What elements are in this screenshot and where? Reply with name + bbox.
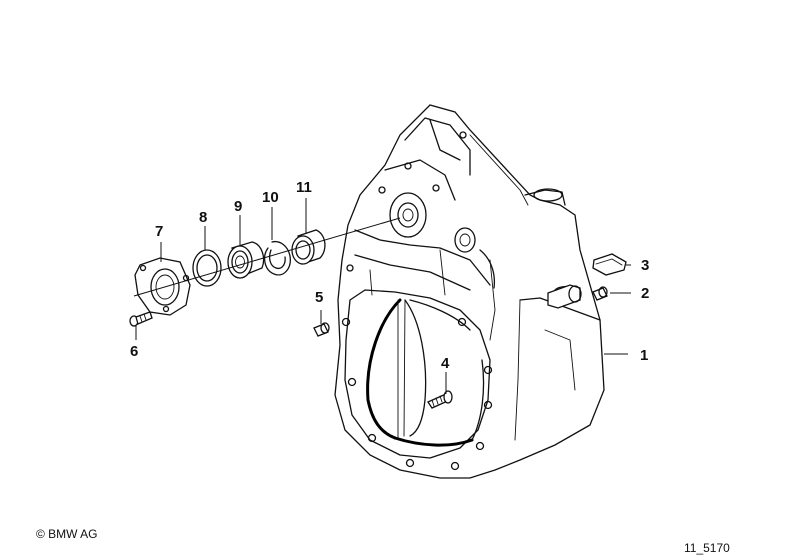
part-5-dowel-pin [313, 322, 330, 337]
assembly-axis-line [133, 217, 401, 297]
housing-cover [334, 104, 605, 479]
drawing-number: 11_5170 [684, 541, 730, 555]
part-3-grommet [592, 253, 627, 276]
part-6-screw [129, 311, 153, 327]
callout-5: 5 [315, 289, 323, 306]
callout-4: 4 [441, 355, 450, 372]
callout-9: 9 [234, 198, 242, 215]
callout-8: 8 [199, 209, 207, 226]
callout-2: 2 [641, 285, 649, 302]
callout-6: 6 [130, 343, 138, 360]
flange-bolt-holes [341, 131, 493, 471]
callout-10: 10 [262, 189, 279, 206]
callout-11: 11 [296, 179, 312, 196]
part-2-dowel-sleeve [592, 286, 608, 301]
part-8-seal-ring [192, 249, 222, 287]
callout-7: 7 [155, 223, 163, 240]
part-9-ball-bearing [227, 241, 265, 279]
part-7-cover-plate [134, 257, 191, 316]
copyright-label: © BMW AG [36, 527, 98, 541]
part-11-shaft-seal [291, 229, 326, 265]
callout-3: 3 [641, 257, 649, 274]
leader-lines [135, 198, 631, 394]
callout-1: 1 [640, 347, 648, 364]
part-10-circlip [263, 240, 291, 276]
